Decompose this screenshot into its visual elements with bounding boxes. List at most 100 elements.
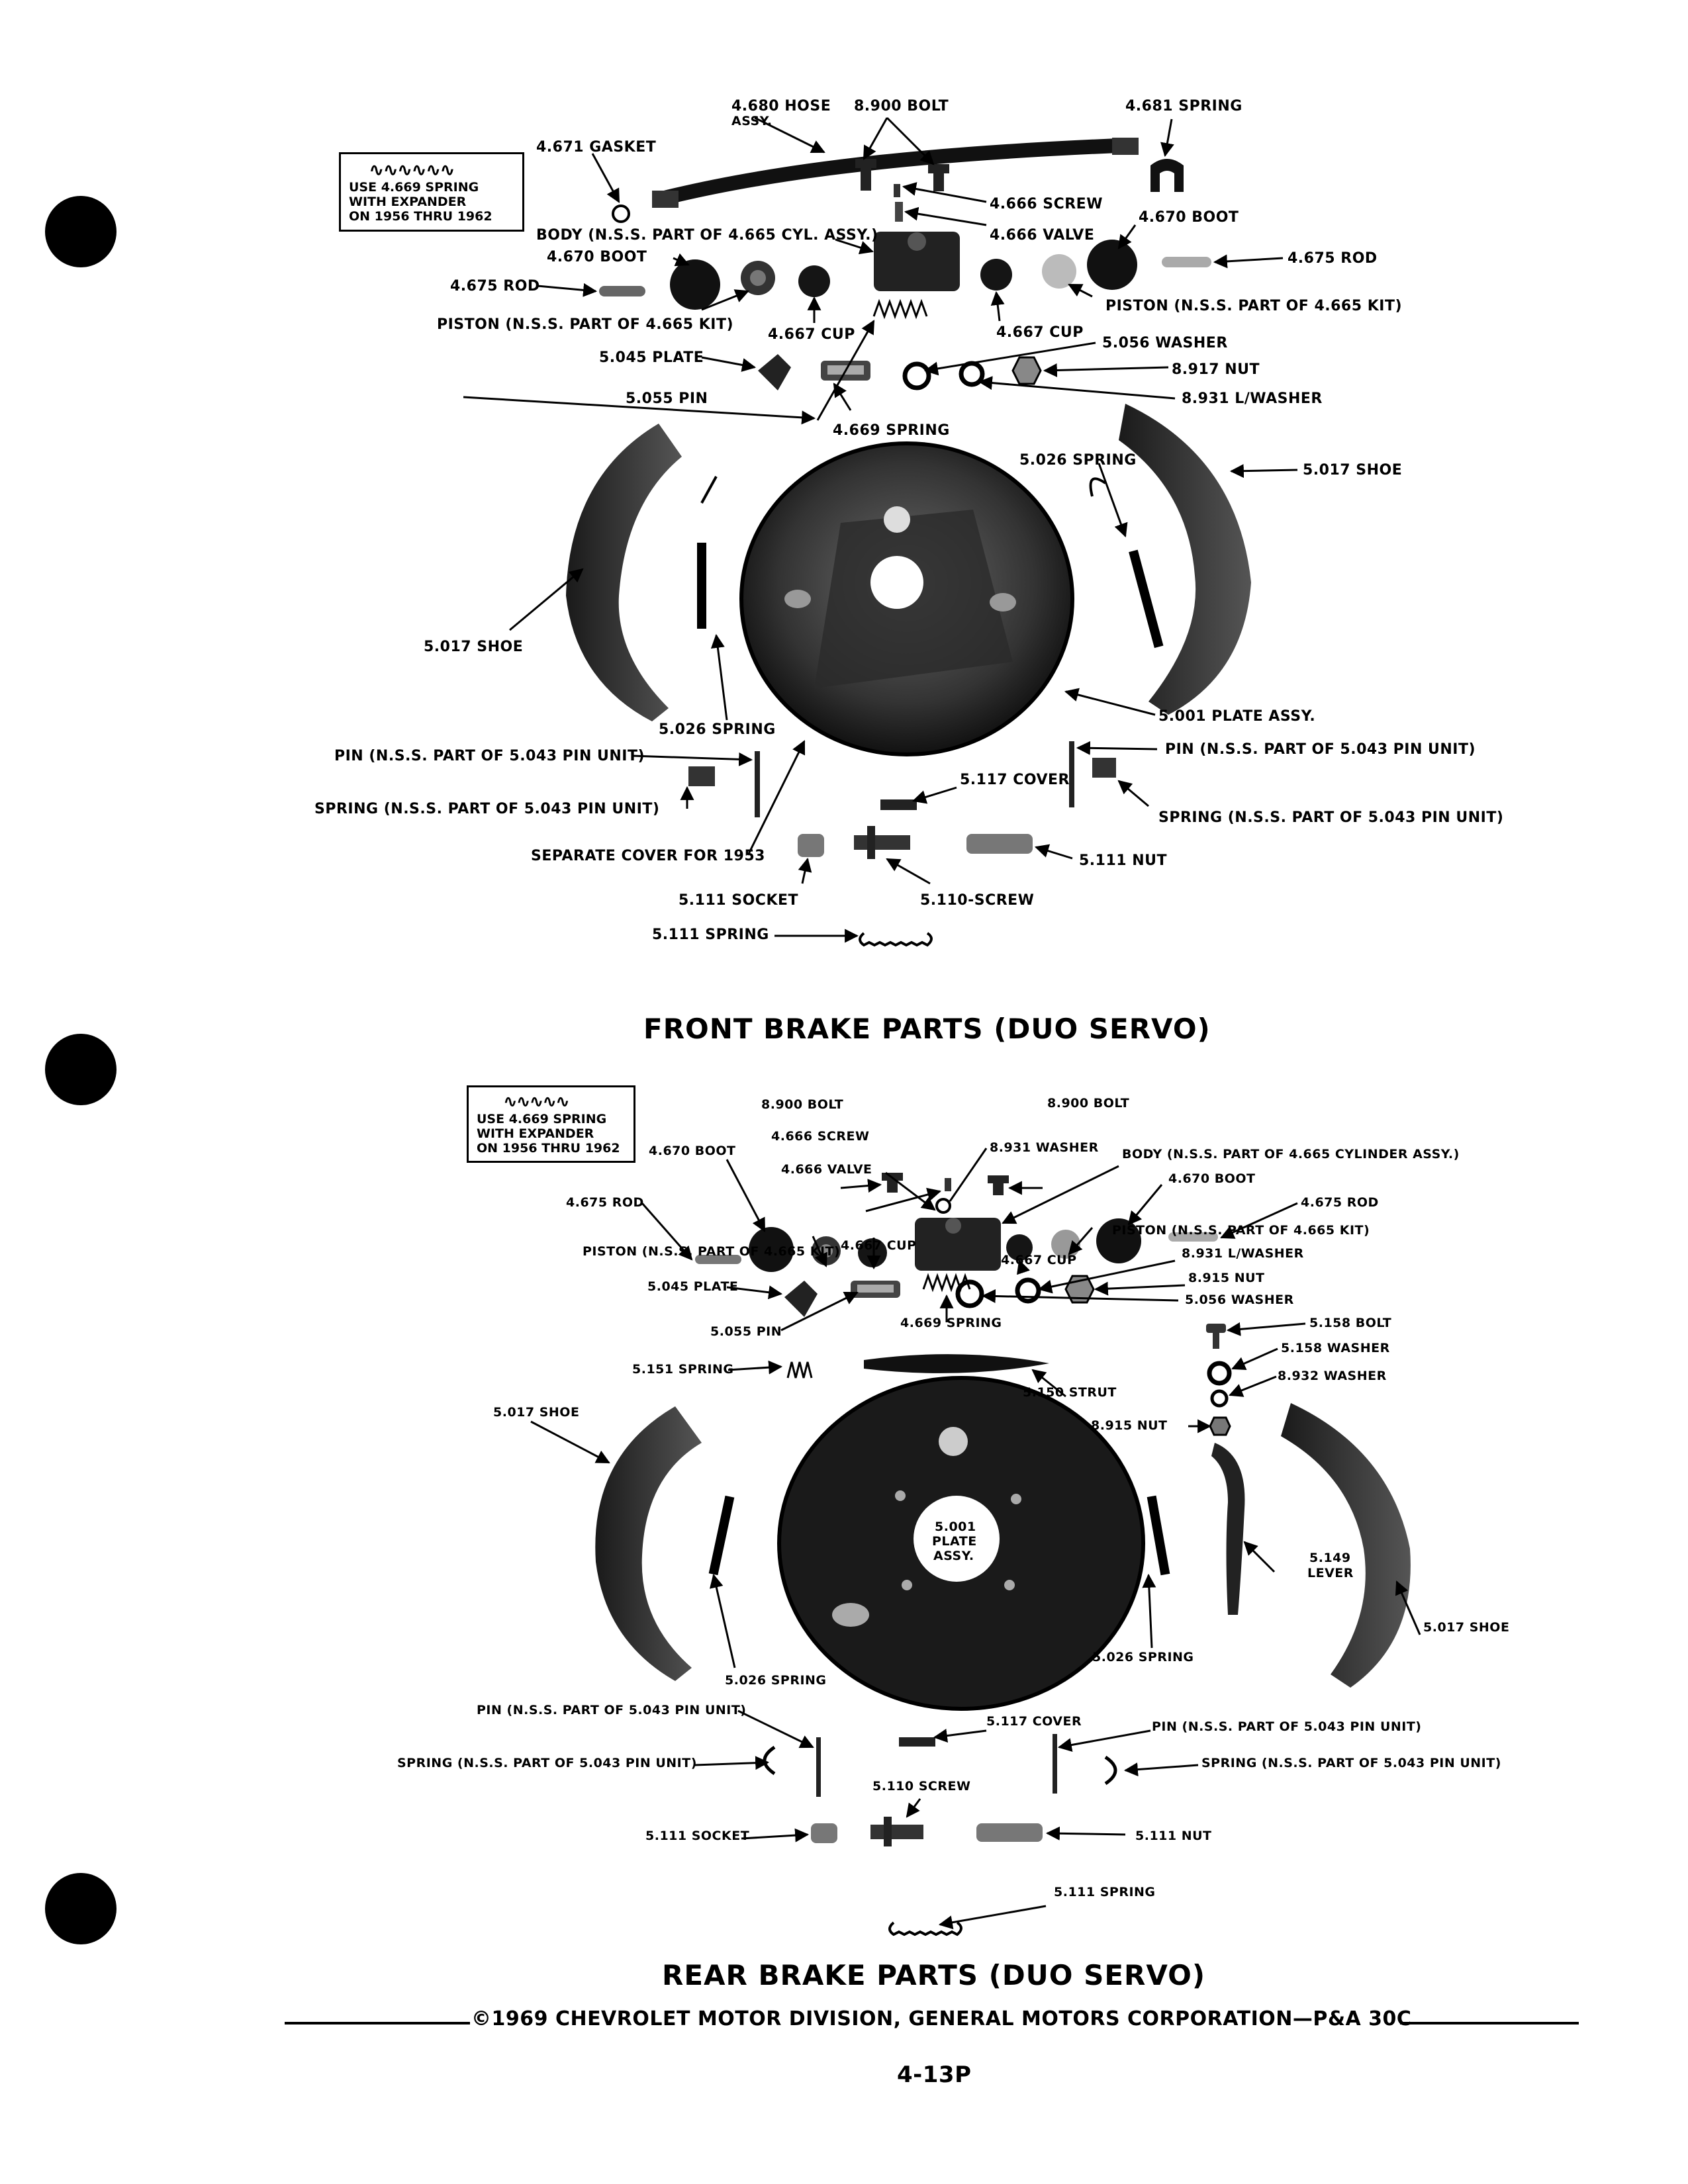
footer-rule-left: [285, 2022, 470, 2025]
label-rear-spring-151: 5.151 SPRING: [632, 1362, 734, 1377]
label-shoe-left: 5.017 SHOE: [424, 639, 524, 655]
label-spring-026-bottom: 5.026 SPRING: [659, 721, 776, 738]
binder-hole-middle: [45, 1034, 117, 1105]
label-piston-left: PISTON (N.S.S. PART OF 4.665 KIT): [437, 316, 734, 333]
label-rear-piston-left: PISTON (N.S.S. PART OF 4.665 KIT): [583, 1244, 841, 1259]
label-spring-nss-left: SPRING (N.S.S. PART OF 5.043 PIN UNIT): [314, 801, 660, 817]
label-rear-washer-932: 8.932 WASHER: [1278, 1369, 1387, 1383]
label-boot-right: 4.670 BOOT: [1139, 209, 1239, 226]
label-rear-washer-056: 5.056 WASHER: [1185, 1293, 1294, 1307]
footer-rule-right: [1400, 2022, 1579, 2025]
label-gasket: 4.671 GASKET: [536, 139, 657, 156]
label-rear-pin-nss-left: PIN (N.S.S. PART OF 5.043 PIN UNIT): [477, 1703, 747, 1717]
label-rear-plate-assy-3: ASSY.: [933, 1549, 974, 1563]
front-spring-note: ∿∿∿∿∿∿ USE 4.669 SPRING WITH EXPANDER ON…: [339, 152, 524, 232]
rear-spring-note: ∿∿∿∿∿ USE 4.669 SPRING WITH EXPANDER ON …: [467, 1085, 635, 1163]
front-section-title: FRONT BRAKE PARTS (DUO SERVO): [643, 1013, 1211, 1045]
label-rear-screw-110: 5.110 SCREW: [872, 1779, 971, 1794]
binder-hole-top: [45, 196, 117, 267]
label-cover: 5.117 COVER: [960, 772, 1070, 788]
label-hose: 4.680 HOSE: [731, 98, 831, 114]
label-rear-nut-111: 5.111 NUT: [1135, 1829, 1212, 1843]
spring-expander-icon: ∿∿∿∿∿∿: [369, 159, 455, 181]
label-rear-valve: 4.666 VALVE: [781, 1162, 872, 1177]
label-cup-right: 4.667 CUP: [996, 324, 1084, 341]
label-rear-lever-2: LEVER: [1307, 1566, 1354, 1580]
label-screw: 4.666 SCREW: [990, 196, 1103, 212]
note-line: WITH EXPANDER: [349, 195, 467, 210]
label-rear-washer-158: 5.158 WASHER: [1281, 1341, 1390, 1355]
note-line: WITH EXPANDER: [477, 1126, 594, 1141]
page-number: 4-13P: [897, 2062, 972, 2088]
label-rear-spring-669: 4.669 SPRING: [900, 1316, 1002, 1330]
label-plate-assy: 5.001 PLATE ASSY.: [1158, 708, 1316, 725]
label-rear-bolt-left: 8.900 BOLT: [761, 1097, 844, 1112]
label-rear-spring-026-left: 5.026 SPRING: [725, 1673, 827, 1688]
label-pin-nss-right: PIN (N.S.S. PART OF 5.043 PIN UNIT): [1165, 741, 1476, 758]
label-lwasher: 8.931 L/WASHER: [1182, 390, 1323, 407]
label-separate-cover: SEPARATE COVER FOR 1953: [531, 848, 765, 864]
label-boot-left: 4.670 BOOT: [547, 249, 647, 265]
label-rear-plate: 5.045 PLATE: [647, 1279, 739, 1294]
label-nut-111: 5.111 NUT: [1079, 852, 1168, 869]
label-valve: 4.666 VALVE: [990, 227, 1095, 244]
label-rear-spring-026-right: 5.026 SPRING: [1092, 1650, 1194, 1664]
label-rear-lever-1: 5.149: [1309, 1551, 1351, 1565]
note-line: USE 4.669 SPRING: [349, 180, 479, 195]
label-rear-pin-nss-right: PIN (N.S.S. PART OF 5.043 PIN UNIT): [1152, 1719, 1422, 1734]
label-rear-plate-assy-2: PLATE: [932, 1534, 977, 1549]
label-body: BODY (N.S.S. PART OF 4.665 CYL. ASSY.): [536, 227, 878, 244]
note-line: ON 1956 THRU 1962: [349, 208, 492, 224]
label-rear-shoe-left: 5.017 SHOE: [493, 1405, 580, 1420]
label-washer: 5.056 WASHER: [1102, 335, 1228, 351]
label-spring-026-top: 5.026 SPRING: [1019, 452, 1137, 469]
label-shoe-right: 5.017 SHOE: [1303, 462, 1403, 478]
label-spring-111: 5.111 SPRING: [652, 927, 769, 943]
label-rear-bolt-158: 5.158 BOLT: [1309, 1316, 1392, 1330]
label-hose-assy: ASSY.: [731, 114, 773, 128]
label-rear-cup-right: 4.667 CUP: [1001, 1253, 1077, 1267]
spring-expander-icon: ∿∿∿∿∿: [503, 1092, 570, 1112]
label-rear-boot-right: 4.670 BOOT: [1168, 1171, 1256, 1186]
label-cup-left: 4.667 CUP: [768, 326, 855, 343]
label-rear-nut-915a: 8.915 NUT: [1188, 1271, 1265, 1285]
label-piston-right: PISTON (N.S.S. PART OF 4.665 KIT): [1105, 298, 1403, 314]
label-rear-nut-915b: 8.915 NUT: [1091, 1418, 1168, 1433]
label-screw-110: 5.110-SCREW: [920, 892, 1035, 909]
label-bolt: 8.900 BOLT: [854, 98, 949, 114]
label-nut: 8.917 NUT: [1172, 361, 1260, 378]
label-rear-plate-assy-1: 5.001: [935, 1520, 976, 1534]
label-rear-cup-left: 4.667 CUP: [841, 1238, 917, 1253]
label-rear-socket: 5.111 SOCKET: [645, 1829, 750, 1843]
label-spring-669: 4.669 SPRING: [833, 422, 950, 439]
label-rear-pin: 5.055 PIN: [710, 1324, 782, 1339]
label-pin-nss-left: PIN (N.S.S. PART OF 5.043 PIN UNIT): [334, 748, 645, 764]
label-rear-shoe-right: 5.017 SHOE: [1423, 1620, 1510, 1635]
label-rear-lwasher: 8.931 L/WASHER: [1182, 1246, 1304, 1261]
binder-hole-bottom: [45, 1873, 117, 1944]
label-rear-spring-nss-left: SPRING (N.S.S. PART OF 5.043 PIN UNIT): [397, 1756, 697, 1770]
rear-section-title: REAR BRAKE PARTS (DUO SERVO): [662, 1959, 1206, 1991]
label-socket: 5.111 SOCKET: [679, 892, 799, 909]
label-rod-right: 4.675 ROD: [1288, 250, 1378, 267]
label-rear-cover: 5.117 COVER: [986, 1714, 1082, 1729]
label-rear-spring-nss-right: SPRING (N.S.S. PART OF 5.043 PIN UNIT): [1201, 1756, 1501, 1770]
label-pin: 5.055 PIN: [626, 390, 708, 407]
rear-backing-plate: [777, 1376, 1145, 1711]
label-rear-rod-right: 4.675 ROD: [1301, 1195, 1379, 1210]
label-rear-piston-right: PISTON (N.S.S. PART OF 4.665 KIT): [1112, 1223, 1370, 1238]
label-rear-boot-left: 4.670 BOOT: [649, 1144, 736, 1158]
front-hose: [652, 138, 1139, 208]
label-spring-681: 4.681 SPRING: [1125, 98, 1243, 114]
label-rear-spring-111: 5.111 SPRING: [1054, 1885, 1156, 1899]
label-rear-strut: 5.150 STRUT: [1023, 1385, 1117, 1400]
label-rear-body: BODY (N.S.S. PART OF 4.665 CYLINDER ASSY…: [1122, 1147, 1460, 1161]
label-rear-screw: 4.666 SCREW: [771, 1129, 870, 1144]
label-plate: 5.045 PLATE: [599, 349, 704, 366]
note-line: ON 1956 THRU 1962: [477, 1140, 620, 1156]
label-rear-washer-931: 8.931 WASHER: [990, 1140, 1099, 1155]
label-rod-left: 4.675 ROD: [450, 278, 540, 295]
label-spring-nss-right: SPRING (N.S.S. PART OF 5.043 PIN UNIT): [1158, 809, 1504, 826]
front-backing-plate: [739, 441, 1074, 756]
